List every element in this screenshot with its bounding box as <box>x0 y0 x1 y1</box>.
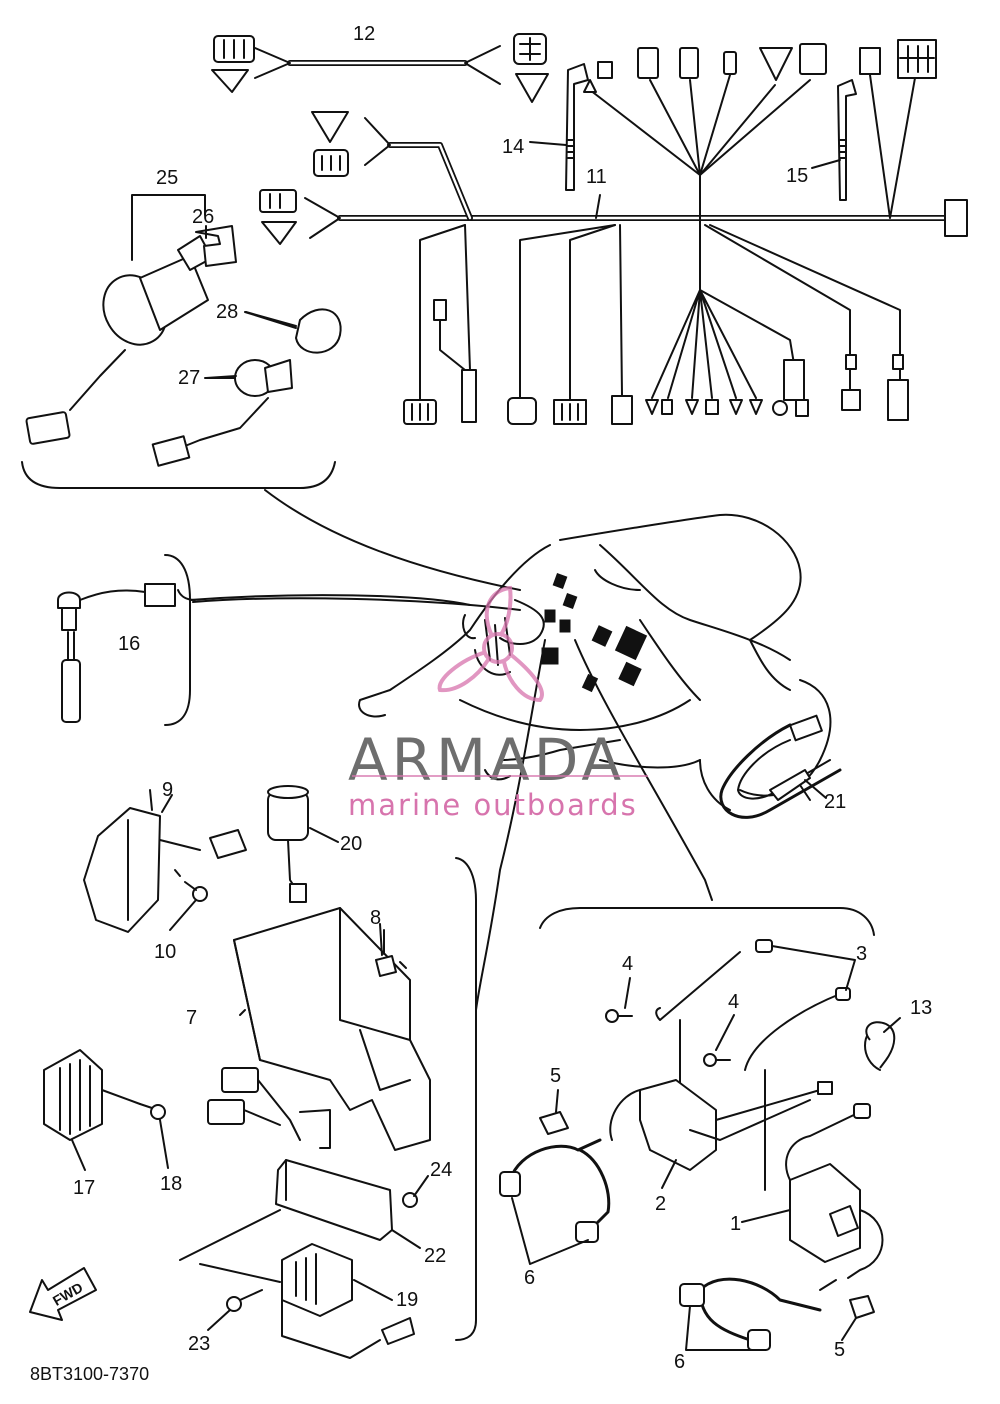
part-11-main-harness <box>259 39 968 425</box>
part-25-main-switch-group <box>21 194 342 489</box>
brand-tagline: marine outboards <box>348 788 638 822</box>
part-20-capacitor <box>267 785 339 903</box>
callout-23: 23 <box>188 1333 210 1355</box>
callout-24: 24 <box>430 1159 452 1181</box>
callout-9: 9 <box>162 779 173 801</box>
part-21-band-clamp <box>719 714 842 819</box>
callout-10: 10 <box>154 941 176 963</box>
part-12-sub-harness <box>211 33 549 103</box>
part-16-sensor-group <box>57 554 471 726</box>
callout-21: 21 <box>824 791 846 813</box>
part-9-ignition-unit <box>83 789 247 933</box>
parts-ignition-coil-group <box>499 907 896 1351</box>
callout-8: 8 <box>370 907 381 929</box>
diagram-code: 8BT3100-7370 <box>30 1364 149 1384</box>
callout-5a: 5 <box>550 1065 561 1087</box>
callout-25: 25 <box>156 167 178 189</box>
callout-5b: 5 <box>834 1339 845 1361</box>
callout-4b: 4 <box>728 991 739 1013</box>
callout-2: 2 <box>655 1193 666 1215</box>
callout-18: 18 <box>160 1173 182 1195</box>
callout-15: 15 <box>786 165 808 187</box>
callout-17: 17 <box>73 1177 95 1199</box>
callout-numbers: 1 2 3 4 4 5 5 6 6 7 8 9 10 11 12 13 14 1… <box>73 23 932 1373</box>
callout-1: 1 <box>730 1213 741 1235</box>
callout-6b: 6 <box>674 1351 685 1373</box>
callout-28: 28 <box>216 301 238 323</box>
callout-4a: 4 <box>622 953 633 975</box>
callout-7: 7 <box>186 1007 197 1029</box>
armada-propeller-logo <box>437 585 544 703</box>
callout-6a: 6 <box>524 1267 535 1289</box>
callout-leader-lines <box>71 194 901 1351</box>
part-17-rectifier <box>43 1049 166 1141</box>
callout-13: 13 <box>910 997 932 1019</box>
brand-name: ARMADA <box>348 726 625 794</box>
callout-11: 11 <box>586 166 607 188</box>
callout-22: 22 <box>424 1245 446 1267</box>
callout-20: 20 <box>340 833 362 855</box>
callout-12: 12 <box>353 23 375 45</box>
callout-26: 26 <box>192 206 214 228</box>
callout-3: 3 <box>856 943 867 965</box>
callout-16: 16 <box>118 633 140 655</box>
fwd-arrow-icon <box>29 1267 97 1321</box>
callout-14: 14 <box>502 136 524 158</box>
part-22-bracket-group <box>179 857 477 1359</box>
callout-27: 27 <box>178 367 200 389</box>
callout-19: 19 <box>396 1289 418 1311</box>
part-7-control-unit <box>207 907 431 1151</box>
